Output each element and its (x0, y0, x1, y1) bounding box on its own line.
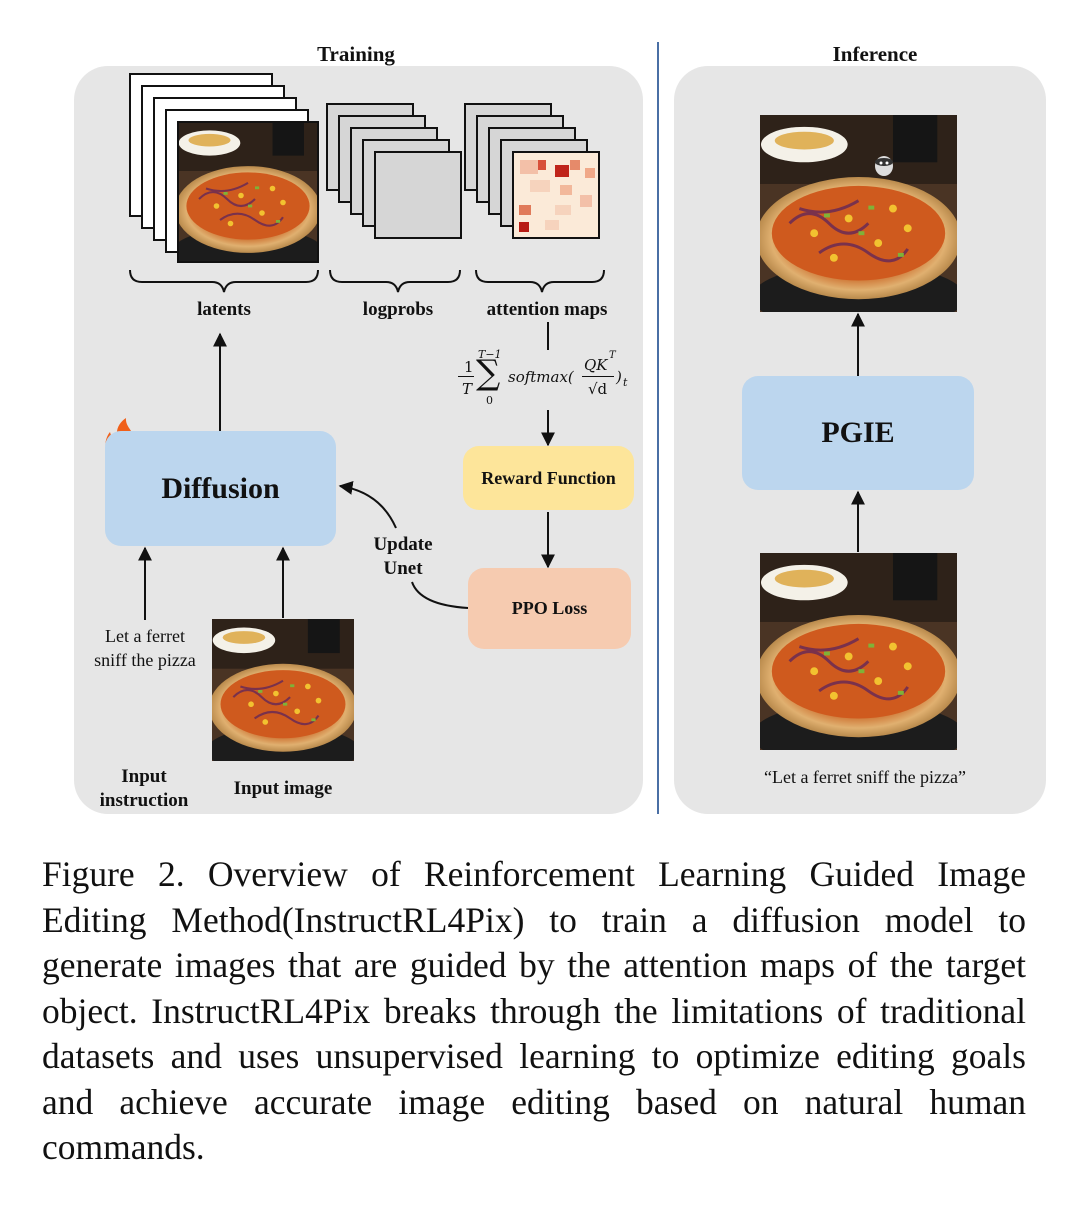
latents-brace (129, 269, 319, 293)
logprobs-stack (326, 103, 462, 239)
reward-function-box: Reward Function (463, 446, 634, 510)
input-image-label: Input image (233, 778, 333, 799)
reward-function-label: Reward Function (481, 467, 616, 488)
input-instruction-label: Input instruction (99, 766, 189, 811)
panel-divider (657, 42, 659, 814)
input-pizza-image (212, 619, 354, 761)
inference-input-pizza-image (760, 553, 957, 750)
output-pizza-image (760, 115, 957, 312)
attention-brace (475, 269, 605, 293)
ferret-figure (875, 156, 893, 176)
latents-label: latents (197, 299, 251, 320)
inference-title: Inference (832, 42, 918, 66)
attention-heatmap (512, 151, 600, 239)
update-unet-label: Update Unet (373, 534, 433, 579)
latent-pizza-image (178, 122, 318, 262)
ppo-loss-label: PPO Loss (511, 598, 588, 618)
diffusion-label: Diffusion (161, 471, 280, 505)
attention-maps-label: attention maps (486, 299, 608, 320)
input-instruction-text: Let a ferret sniff the pizza (94, 626, 196, 670)
pgie-box: PGIE (742, 376, 974, 490)
diffusion-box: Diffusion (105, 431, 336, 546)
ppo-loss-box: PPO Loss (468, 568, 631, 649)
training-title: Training (317, 42, 395, 66)
logprobs-label: logprobs (362, 299, 434, 320)
inference-prompt: “Let a ferret sniff the pizza” (763, 767, 967, 787)
logprobs-brace (329, 269, 461, 293)
figure-caption: Figure 2. Overview of Reinforcement Lear… (42, 854, 1026, 1167)
diagram-graphics (105, 73, 957, 761)
pgie-label: PGIE (821, 416, 895, 449)
